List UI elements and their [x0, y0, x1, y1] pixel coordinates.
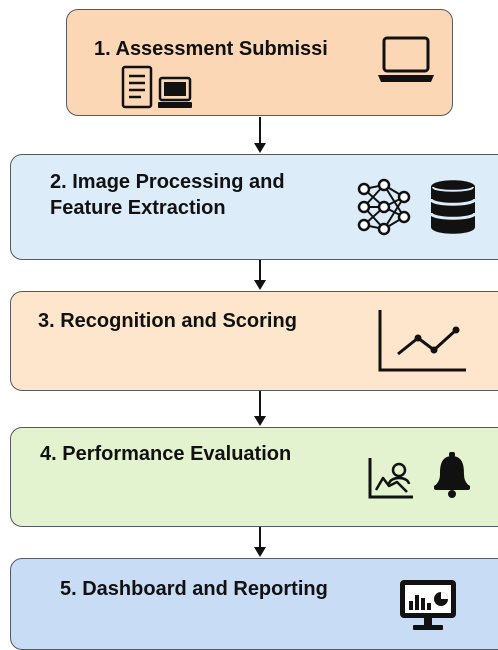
desktop-computer-icon [158, 76, 192, 110]
flow-arrow-4 [253, 527, 267, 558]
document-icon [121, 65, 153, 109]
step-2-title-line-1: 2. Image Processing and [50, 171, 285, 193]
monitor-dashboard-icon [399, 579, 457, 631]
step-5-title: 5. Dashboard and Reporting [60, 578, 328, 600]
step-2-title-line-2: Feature Extraction [50, 197, 226, 219]
step-1-title: 1. Assessment Submissi [94, 38, 328, 60]
step-4-title: 4. Performance Evaluation [40, 443, 292, 465]
step-2-title: 2. Image Processing and Feature Extracti… [50, 169, 285, 221]
line-chart-icon [376, 308, 468, 374]
neural-network-icon [356, 177, 412, 237]
step-4-box: 4. Performance Evaluation [10, 427, 498, 527]
flow-arrow-2 [253, 260, 267, 291]
step-3-title: 3. Recognition and Scoring [38, 310, 297, 332]
bell-icon [432, 452, 472, 498]
step-1-box: 1. Assessment Submissi [66, 9, 453, 116]
analytics-chart-icon [367, 456, 415, 500]
step-5-box: 5. Dashboard and Reporting [10, 558, 498, 650]
flow-arrow-1 [253, 117, 267, 154]
database-icon [429, 179, 477, 235]
step-3-box: 3. Recognition and Scoring [10, 291, 498, 391]
flow-arrow-3 [253, 391, 267, 427]
step-2-box: 2. Image Processing and Feature Extracti… [10, 154, 498, 260]
laptop-icon [377, 35, 435, 85]
